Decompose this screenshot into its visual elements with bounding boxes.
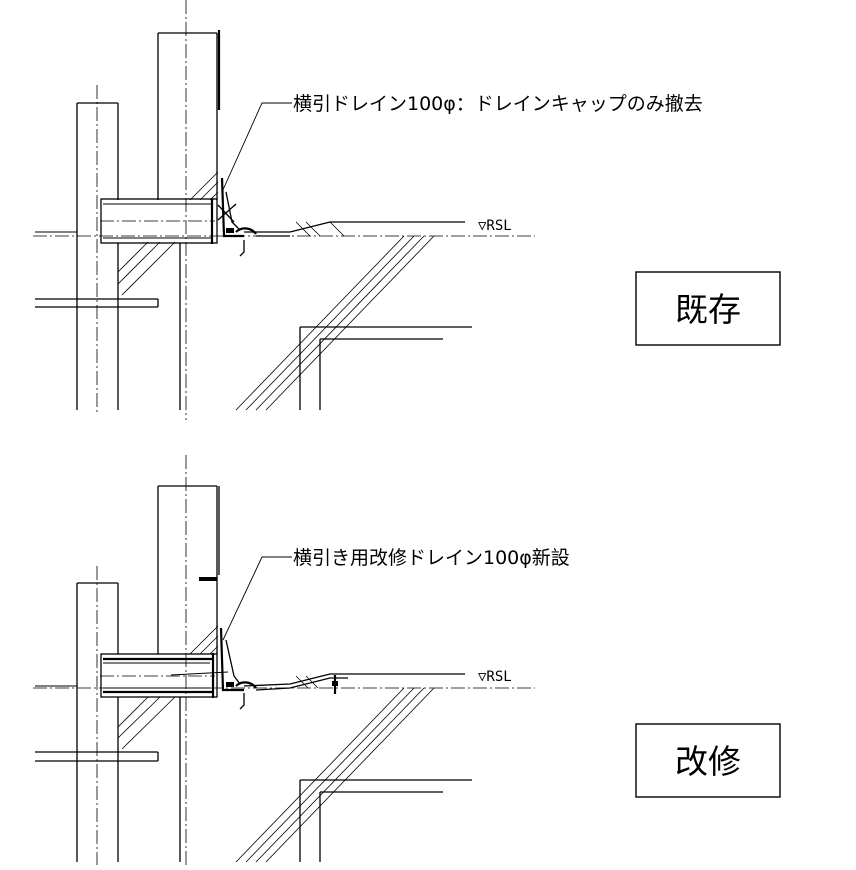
existing-note: 横引ドレイン100φ：ドレインキャップのみ撤去: [293, 93, 703, 115]
renovation-note-leader: [222, 556, 292, 641]
existing-level-mark: ▽RSL: [478, 218, 512, 234]
renovation-roof-surface: [243, 673, 465, 694]
renovation-detail: 横引き用改修ドレイン100φ新設 ▽RSL 改修: [33, 455, 781, 868]
existing-roof-surface: [244, 221, 465, 237]
existing-left-column: [76, 85, 119, 412]
existing-parapet-wall: [117, 0, 221, 420]
renovation-parapet-wall: [117, 455, 220, 868]
existing-detail: 横引ドレイン100φ：ドレインキャップのみ撤去 ▽RSL 既存: [33, 0, 781, 420]
renovation-note: 横引き用改修ドレイン100φ新設: [293, 547, 570, 569]
renovation-title-box: [635, 723, 781, 798]
renovation-title: 改修: [675, 742, 741, 781]
existing-drain-pipe: [100, 177, 257, 257]
renovation-structure-below: [235, 687, 472, 863]
renovation-left-column: [76, 566, 119, 865]
renovation-level-mark: ▽RSL: [478, 669, 512, 685]
existing-structure-below: [235, 235, 472, 411]
existing-note-leader: [221, 102, 292, 193]
renovation-drain-pipe: [100, 627, 257, 710]
existing-title-box: [635, 271, 781, 346]
existing-title: 既存: [675, 290, 741, 329]
